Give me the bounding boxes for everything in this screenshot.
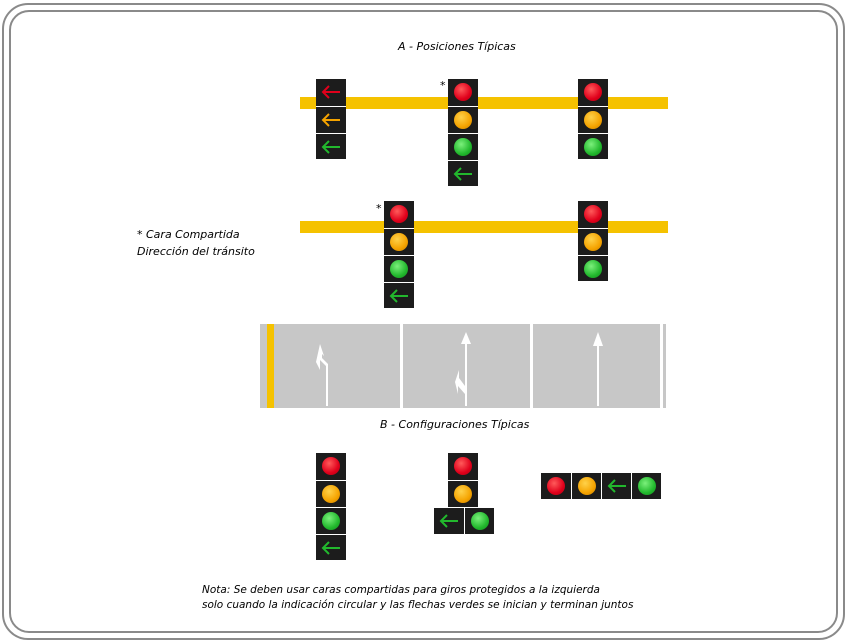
signal-cell-red bbox=[578, 79, 608, 105]
signal-head-arrows bbox=[316, 79, 346, 159]
yellow-lamp bbox=[390, 233, 408, 251]
signal-head-circular bbox=[578, 201, 608, 281]
lane-line bbox=[400, 324, 403, 408]
green-lamp bbox=[638, 477, 656, 495]
yellow-lamp bbox=[578, 477, 596, 495]
signal-cell-yellow-arrow bbox=[316, 106, 346, 132]
green-lamp bbox=[322, 512, 340, 530]
green-lamp bbox=[584, 138, 602, 156]
yellow-lamp bbox=[322, 485, 340, 503]
red-lamp bbox=[454, 83, 472, 101]
left-turn-arrow-icon bbox=[316, 344, 328, 406]
signal-cell-yellow bbox=[448, 480, 478, 506]
signal-cell-red bbox=[448, 453, 478, 479]
green-lamp bbox=[390, 260, 408, 278]
yellow-lamp bbox=[584, 233, 602, 251]
signal-config-horizontal bbox=[541, 473, 661, 499]
signal-cell-green bbox=[448, 133, 478, 159]
signal-cell-red-arrow bbox=[316, 79, 346, 105]
signal-cell-green-arrow bbox=[448, 160, 478, 186]
signal-cell-green-arrow bbox=[601, 473, 631, 499]
signal-cell-red bbox=[578, 201, 608, 227]
red-lamp bbox=[454, 457, 472, 475]
inner-frame bbox=[9, 10, 838, 633]
through-arrow-icon bbox=[593, 332, 603, 406]
red-lamp bbox=[390, 205, 408, 223]
left-arrow-icon bbox=[607, 479, 626, 493]
section-b-title: B - Configuraciones Típicas bbox=[380, 418, 530, 431]
mast-arm-row2 bbox=[300, 221, 668, 233]
signal-cell-green bbox=[631, 473, 661, 499]
signal-config-cluster bbox=[448, 453, 478, 507]
side-note-line1: * Cara Compartida bbox=[137, 228, 240, 241]
shared-face-marker: * bbox=[440, 79, 446, 92]
signal-cell-yellow bbox=[316, 480, 346, 506]
red-lamp bbox=[547, 477, 565, 495]
red-lamp bbox=[584, 83, 602, 101]
signal-cell-green bbox=[578, 255, 608, 281]
left-arrow-icon bbox=[389, 289, 408, 303]
signal-head-circular bbox=[578, 79, 608, 159]
signal-cell-red bbox=[541, 473, 571, 499]
left-arrow-icon bbox=[439, 514, 458, 528]
mast-arm-row1 bbox=[300, 97, 668, 109]
signal-cell-green bbox=[384, 255, 414, 281]
yellow-lamp bbox=[454, 111, 472, 129]
footer-note-line2: solo cuando la indicación circular y las… bbox=[202, 599, 634, 611]
signal-head-shared bbox=[384, 201, 414, 308]
signal-cell-green-arrow bbox=[434, 508, 464, 534]
section-a-title: A - Posiciones Típicas bbox=[398, 40, 516, 53]
left-arrow-icon bbox=[321, 541, 340, 555]
signal-cell-yellow bbox=[384, 228, 414, 254]
lane-line bbox=[530, 324, 533, 408]
signal-cell-yellow bbox=[578, 106, 608, 132]
left-arrow-icon bbox=[321, 113, 340, 127]
signal-cell-yellow bbox=[578, 228, 608, 254]
red-lamp bbox=[322, 457, 340, 475]
signal-cell-red bbox=[384, 201, 414, 227]
green-lamp bbox=[584, 260, 602, 278]
signal-cell-yellow bbox=[571, 473, 601, 499]
signal-cell-green-arrow bbox=[316, 133, 346, 159]
left-arrow-icon bbox=[321, 140, 340, 154]
green-lamp bbox=[471, 512, 489, 530]
signal-cell-green-arrow bbox=[384, 282, 414, 308]
left-arrow-icon bbox=[321, 85, 340, 99]
signal-config-vertical bbox=[316, 453, 346, 560]
yellow-lamp bbox=[584, 111, 602, 129]
signal-cell-green bbox=[316, 507, 346, 533]
left-arrow-icon bbox=[453, 167, 472, 181]
green-lamp bbox=[454, 138, 472, 156]
signal-cell-red bbox=[448, 79, 478, 105]
signal-cell-yellow bbox=[448, 106, 478, 132]
outer-frame bbox=[2, 3, 845, 640]
signal-head-shared bbox=[448, 79, 478, 186]
signal-cell-green bbox=[578, 133, 608, 159]
through-left-arrow-icon bbox=[455, 332, 471, 406]
yellow-lamp bbox=[454, 485, 472, 503]
lane-line bbox=[660, 324, 663, 408]
signal-cell-green-arrow bbox=[316, 534, 346, 560]
yellow-centerline bbox=[267, 324, 274, 408]
signal-cell-green bbox=[464, 508, 494, 534]
red-lamp bbox=[584, 205, 602, 223]
signal-cell-red bbox=[316, 453, 346, 479]
footer-note-line1: Nota: Se deben usar caras compartidas pa… bbox=[202, 584, 600, 596]
roadway bbox=[260, 324, 666, 408]
signal-config-cluster-bottom bbox=[434, 508, 494, 534]
side-note-line2: Dirección del tránsito bbox=[137, 245, 255, 258]
shared-face-marker: * bbox=[376, 202, 382, 215]
